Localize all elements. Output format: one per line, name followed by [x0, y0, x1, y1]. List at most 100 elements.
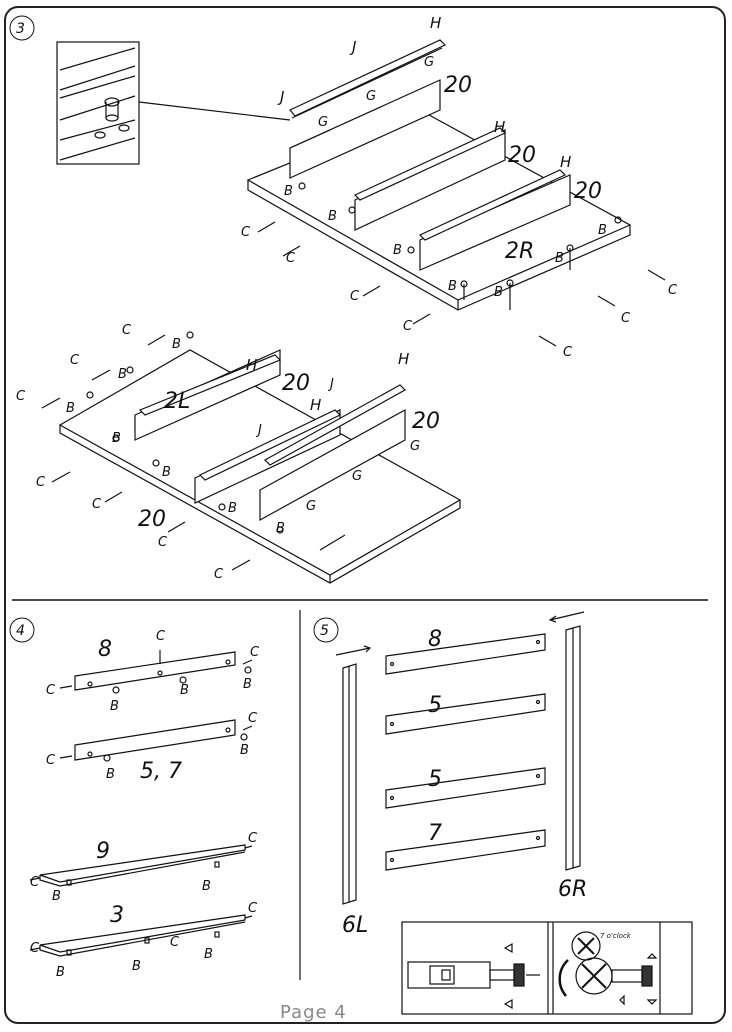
rail-5	[385, 767, 546, 809]
label-h: H	[430, 14, 441, 32]
cam-lock-detail	[401, 921, 693, 1015]
step-3-badge	[9, 15, 35, 41]
rail-5	[385, 693, 546, 735]
label-c: C	[122, 323, 132, 338]
label-c: C	[30, 875, 40, 890]
label-c: C	[156, 629, 166, 644]
label-c: C	[92, 497, 102, 512]
label-b: B	[162, 465, 171, 480]
label-c: C	[214, 567, 224, 582]
label-panel-8: 8	[98, 637, 112, 662]
label-c: C	[250, 645, 260, 660]
label-20: 20	[444, 73, 472, 98]
label-b: B	[172, 337, 181, 352]
label-rail-7: 7	[428, 821, 442, 846]
label-c: C	[241, 225, 251, 240]
label-panel-3: 3	[110, 903, 124, 928]
label-b: B	[204, 947, 213, 962]
label-c: C	[350, 289, 360, 304]
label-b: B	[393, 243, 402, 258]
step-4: 4 8 C C C B B B C C B B	[9, 617, 260, 980]
panel-8	[74, 651, 236, 691]
rail-7	[385, 829, 546, 871]
label-panel-9: 9	[96, 839, 110, 864]
label-j: J	[277, 88, 284, 106]
label-b: B	[118, 367, 127, 382]
label-c: C	[286, 251, 296, 266]
label-j: J	[349, 38, 356, 56]
panel-5-7	[74, 719, 236, 761]
label-b: B	[555, 251, 564, 266]
label-b: B	[52, 889, 61, 904]
label-b: B	[448, 279, 457, 294]
step-3: 3	[9, 14, 678, 584]
label-j: J	[255, 423, 262, 438]
label-h: H	[246, 356, 257, 374]
label-b: B	[202, 879, 211, 894]
label-c: C	[248, 831, 258, 846]
label-c: C	[46, 683, 56, 698]
label-c: C	[248, 901, 258, 916]
label-c: C	[621, 311, 631, 326]
label-c: C	[46, 753, 56, 768]
label-c: C	[158, 535, 168, 550]
label-g: G	[366, 89, 376, 104]
label-g: G	[424, 55, 434, 70]
step-3-number: 3	[16, 21, 25, 37]
label-20: 20	[412, 409, 440, 434]
label-h: H	[310, 396, 321, 414]
label-post-6l: 6L	[342, 913, 368, 938]
label-b: B	[228, 501, 237, 516]
label-g: G	[352, 469, 362, 484]
panel-9	[39, 844, 246, 883]
label-h: H	[398, 350, 409, 368]
cam-instruction-note: 7 o'clock	[600, 932, 632, 940]
label-b: B	[106, 767, 115, 782]
label-rail-5: 5	[428, 767, 442, 792]
label-b: B	[494, 285, 503, 300]
label-b: B	[112, 431, 121, 446]
label-h: H	[494, 118, 505, 136]
label-b: B	[56, 965, 65, 980]
label-c: C	[30, 941, 40, 956]
label-c: C	[248, 711, 258, 726]
label-j: J	[327, 377, 334, 392]
label-b: B	[132, 959, 141, 974]
label-g: G	[318, 115, 328, 130]
rail-8	[385, 633, 546, 675]
label-b: B	[240, 743, 249, 758]
label-c: C	[668, 283, 678, 298]
label-rail-8: 8	[428, 627, 442, 652]
label-b: B	[284, 184, 293, 199]
step-5: 5	[313, 611, 693, 1015]
label-c: C	[170, 935, 180, 950]
label-20: 20	[508, 143, 536, 168]
label-post-6r: 6R	[558, 877, 587, 902]
step-4-number: 4	[16, 623, 25, 639]
label-b: B	[328, 209, 337, 224]
arrow-right-icon	[335, 645, 372, 656]
label-2r: 2R	[505, 239, 534, 264]
page-footer: Page 4	[280, 1002, 347, 1023]
label-b: B	[598, 223, 607, 238]
label-b: B	[180, 683, 189, 698]
label-b: B	[276, 521, 285, 536]
label-20: 20	[282, 371, 310, 396]
label-g: G	[306, 499, 316, 514]
label-c: C	[36, 475, 46, 490]
label-rail-5: 5	[428, 693, 442, 718]
panel-3	[39, 914, 246, 953]
label-h: H	[560, 153, 571, 171]
label-g: G	[410, 439, 420, 454]
label-20: 20	[138, 507, 166, 532]
step-4-badge	[9, 617, 35, 643]
label-b: B	[66, 401, 75, 416]
label-b: B	[110, 699, 119, 714]
label-b: B	[243, 677, 252, 692]
label-c: C	[70, 353, 80, 368]
label-20: 20	[574, 179, 602, 204]
step-5-badge	[313, 617, 339, 643]
label-panel-5-7: 5, 7	[140, 759, 182, 784]
panel-2l	[41, 331, 462, 584]
